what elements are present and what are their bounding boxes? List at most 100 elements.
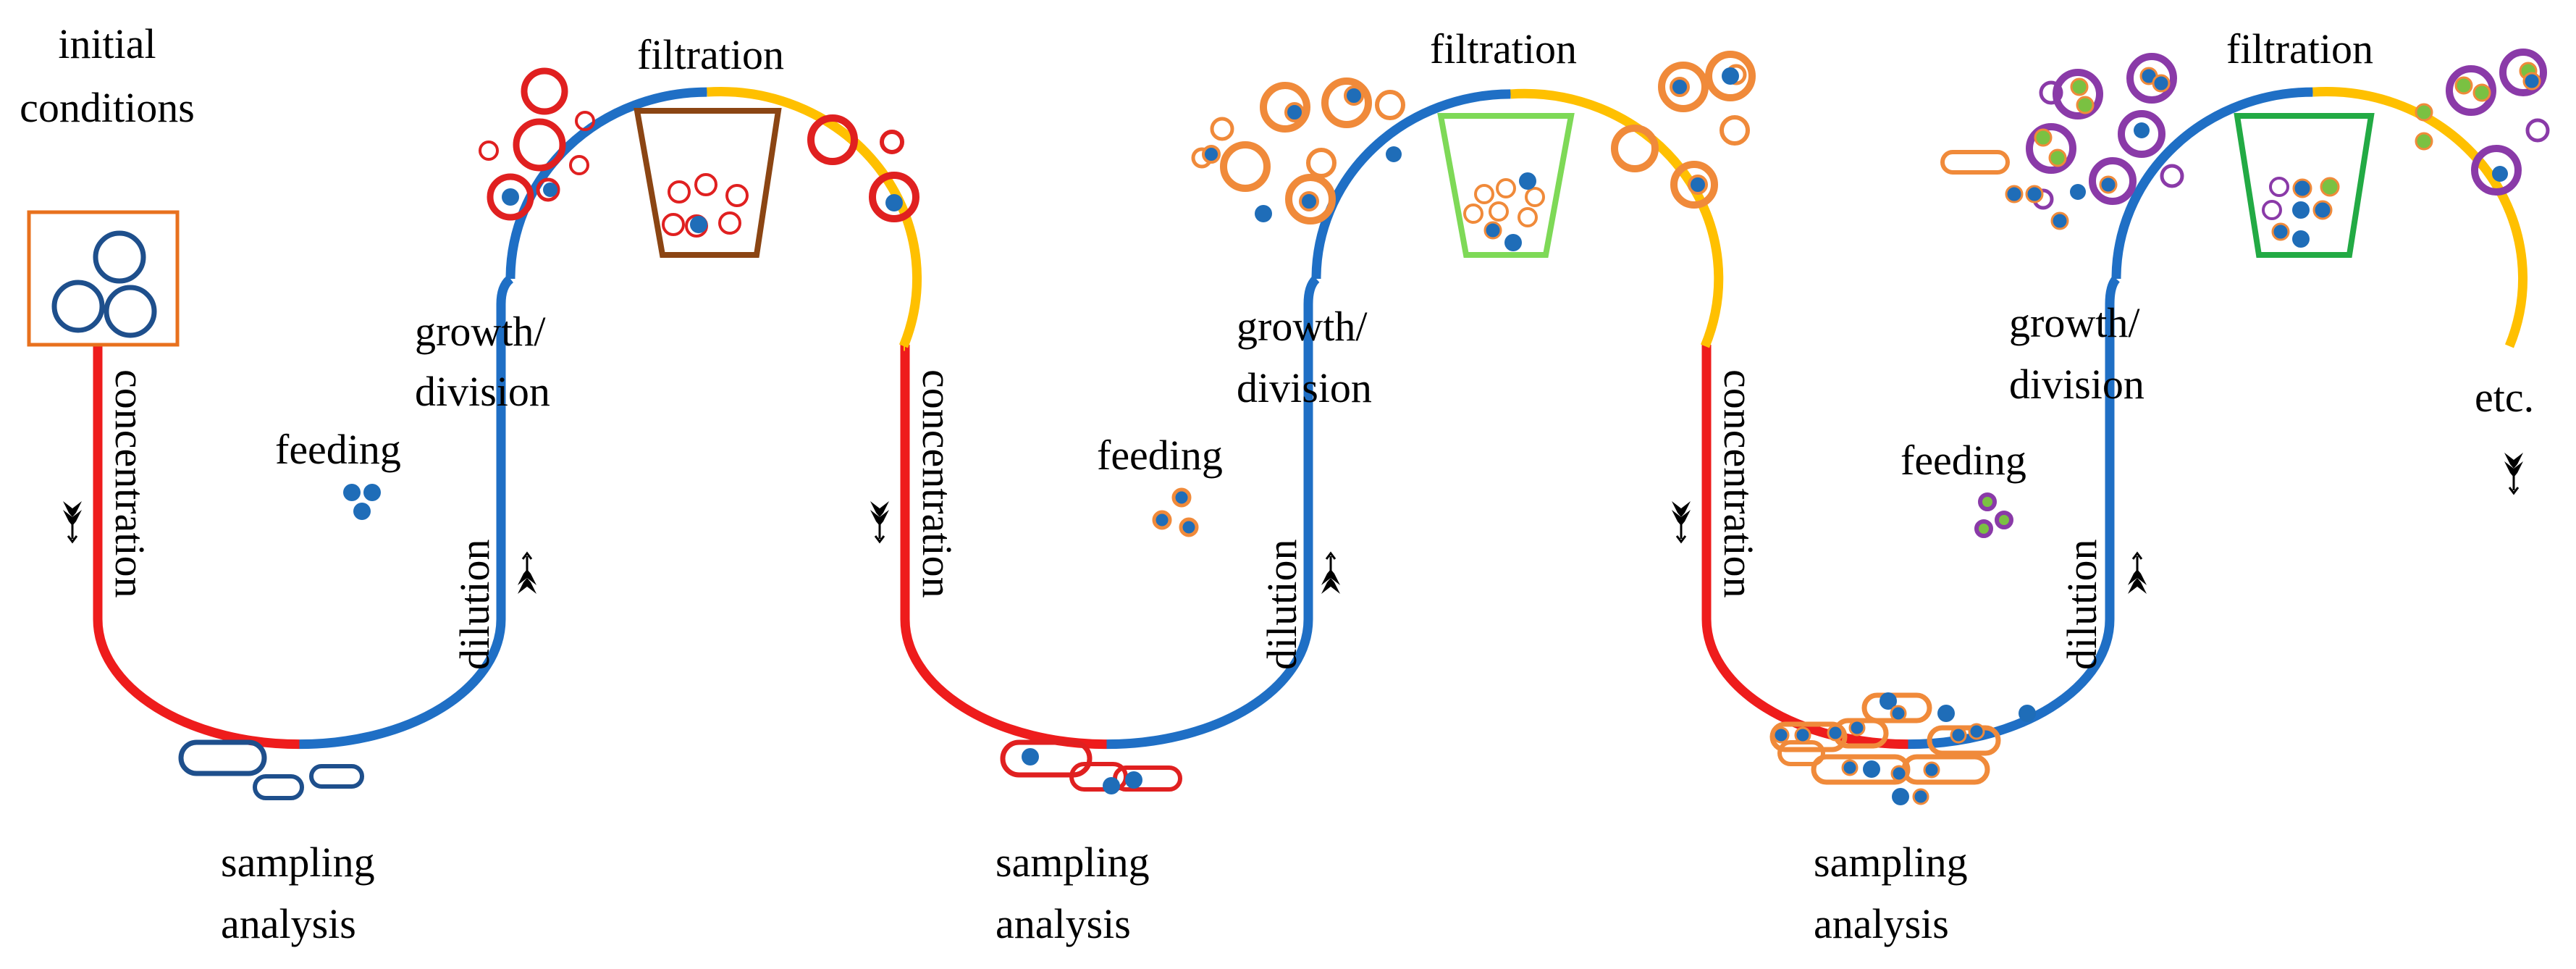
cell-circle-icon: [1720, 115, 1750, 146]
nucleus-dot: [2292, 230, 2310, 248]
nucleus-dot: [1344, 85, 1364, 106]
dilution-label-1: dilution: [451, 540, 498, 670]
filtration-label-3: filtration: [2226, 25, 2373, 72]
nucleus-dot: [2070, 184, 2086, 200]
sampling-label-2: sampling: [996, 839, 1150, 886]
cell-circle-icon: [569, 155, 589, 175]
analysis-label-3: analysis: [1814, 900, 1949, 947]
cell-circle-icon: [1285, 174, 1336, 225]
elongated-cell-icon: [1777, 740, 1825, 766]
nucleus-dot: [2034, 128, 2053, 147]
cell-circle-icon: [2118, 110, 2165, 158]
cell-circle-icon: [2089, 157, 2137, 205]
cell-group: [178, 49, 2550, 805]
filtration-label-1: filtration: [637, 31, 784, 78]
feeding-label-1: feeding: [275, 426, 401, 473]
nucleus-dot: [2152, 74, 2171, 93]
nucleus-dot: [690, 216, 707, 233]
growth-segment: [505, 87, 707, 280]
cell-circle-icon: [575, 111, 595, 131]
initial-conditions-label-line2: conditions: [20, 84, 195, 131]
nucleus-dot: [2134, 122, 2150, 138]
filtration-segment: [2312, 87, 2527, 348]
feeding-label-3: feeding: [1901, 437, 2026, 484]
dilution-segment: [1106, 618, 1313, 750]
nucleus-dot: [1892, 788, 1909, 805]
nucleus-dot: [1794, 726, 1811, 744]
down-arrow-icon: [1675, 535, 1687, 544]
elongated-cell-icon: [1811, 754, 1911, 785]
nucleus-dot: [2522, 72, 2541, 91]
cell-circle-icon: [1525, 187, 1545, 207]
nucleus-dot: [2076, 96, 2095, 114]
nucleus-dot: [2292, 178, 2312, 198]
down-arrow-icon: [2504, 453, 2523, 469]
nucleus-dot: [1827, 724, 1844, 742]
nucleus-dot: [2048, 148, 2067, 167]
cell-circle-icon: [725, 184, 749, 207]
nucleus-dot: [1255, 205, 1272, 222]
cell-circle-icon: [807, 114, 858, 165]
cell-circle-icon: [1474, 184, 1494, 204]
up-arrow-icon: [2128, 569, 2147, 585]
nucleus-dot: [1890, 765, 1908, 782]
nucleus-dot: [1103, 777, 1120, 794]
up-arrow-icon: [521, 551, 533, 560]
cell-circle-icon: [2525, 118, 2550, 143]
cell-circle-icon: [1210, 117, 1234, 141]
nucleus-dot: [1841, 759, 1859, 776]
cell-circle-icon: [1705, 51, 1756, 101]
sampling-label-3: sampling: [1814, 839, 1968, 886]
concentration-segment: [93, 618, 300, 750]
nucleus-dot: [1937, 705, 1955, 722]
nucleus-dot: [502, 188, 519, 206]
dilution-label-3: dilution: [2058, 540, 2105, 670]
cell-circle-icon: [1489, 201, 1509, 222]
nucleus-dot: [1284, 102, 1305, 122]
nucleus-dot: [1772, 726, 1790, 744]
nucleus-dot: [1688, 175, 1708, 195]
nucleus-dot: [2019, 705, 2036, 722]
elongated-cell-icon: [1769, 721, 1848, 752]
cell-circle-icon: [2269, 177, 2289, 197]
growth-division-label-3-line2: division: [2009, 361, 2144, 408]
nucleus-dot: [1923, 761, 1940, 779]
dilution-segment: [299, 618, 506, 750]
nucleus-dot: [1179, 517, 1199, 537]
cell-circle-icon: [513, 118, 566, 172]
feeding-label-2: feeding: [1097, 432, 1223, 479]
growth-division-label-1-line2: division: [415, 368, 550, 415]
nucleus-dot: [2292, 201, 2310, 219]
filtration-segment: [707, 87, 922, 348]
initial-conditions-box: [27, 210, 180, 347]
cell-circle-icon: [2446, 65, 2496, 116]
cell-circle-icon: [2160, 164, 2184, 188]
nucleus-dot: [1974, 519, 1993, 538]
down-arrow-icon: [2504, 461, 2523, 477]
up-arrow-icon: [2131, 551, 2143, 560]
nucleus-dot: [1995, 511, 2013, 529]
cell-circle-icon: [479, 140, 499, 161]
filter-cup-icon: [1437, 113, 1575, 258]
down-arrow-icon: [874, 535, 885, 544]
down-arrow-icon: [63, 510, 82, 526]
cell-circle-icon: [536, 177, 560, 202]
nucleus-dot: [2320, 177, 2340, 197]
concentration-segment: [1701, 618, 1908, 750]
nucleus-dot: [2312, 200, 2333, 220]
elongated-cell-icon: [1927, 725, 2001, 756]
cell-circle-icon: [2126, 53, 2177, 104]
nucleus-dot: [1483, 221, 1502, 240]
cell-circle-icon: [668, 180, 691, 204]
etc-label: etc.: [2475, 374, 2534, 421]
growth-division-label-2-line2: division: [1237, 364, 1372, 411]
cell-circle-icon: [1496, 178, 1516, 198]
cell-circle-icon: [662, 213, 685, 236]
nucleus-dot: [1504, 234, 1522, 251]
down-arrow-icon: [67, 535, 78, 544]
down-arrow-icon: [1672, 510, 1691, 526]
nucleus-dot: [1202, 145, 1221, 164]
cell-circle-icon: [2053, 69, 2103, 119]
cell-circle-icon: [1518, 207, 1538, 227]
